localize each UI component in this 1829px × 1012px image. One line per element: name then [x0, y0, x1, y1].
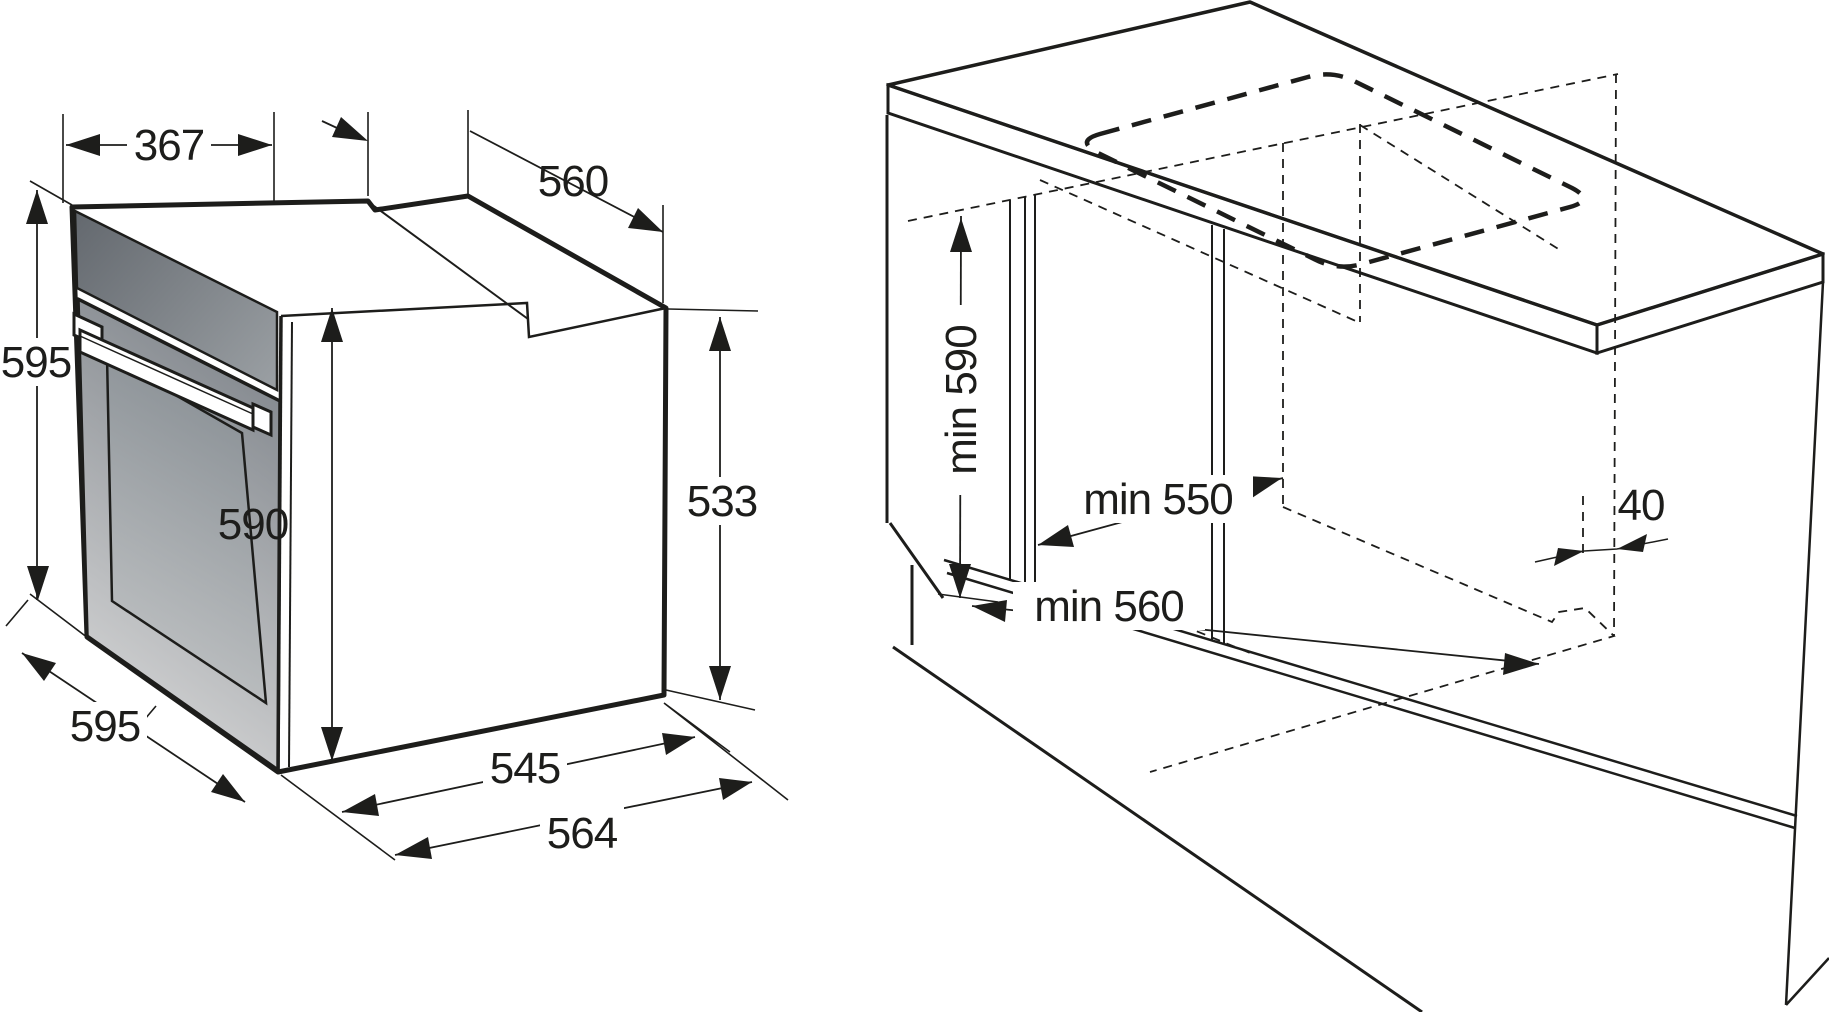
dim-top-width: 367: [62, 112, 275, 205]
dim-595v-label-bg: [6, 338, 68, 386]
dim-rear-height: 533: [665, 308, 764, 711]
dim-533-arrow-bottom: [709, 666, 731, 700]
dim-min560-arrow-left: [972, 600, 1007, 622]
dim-367-arrow-left: [66, 134, 100, 156]
dim-40-arrow-left: [1554, 548, 1584, 566]
oven-handle-crease: [79, 335, 254, 415]
dim-564-label-bg: [540, 807, 624, 859]
dim-367-label-bg: [127, 121, 211, 169]
oven-door-gap-line: [288, 321, 293, 768]
hidden-cavity-ceiling-lines: [1039, 124, 1561, 323]
dim-545-label-bg: [483, 742, 567, 794]
dim-min550-arrow-right: [1246, 476, 1282, 498]
dim-height-left: 595: [1, 180, 89, 639]
dim-min590-arrow-bottom: [949, 564, 971, 598]
dim-590-arrow-top: [321, 308, 343, 342]
dim-560-arrow-left: [332, 117, 368, 141]
dim-545-arrow-right: [662, 733, 695, 755]
hidden-niche-top-line: [907, 73, 1619, 222]
dim-min550-arrow-left: [1038, 525, 1074, 547]
dim-total-depth-label: 564: [547, 809, 618, 858]
dim-min560-label-bg: [1013, 582, 1205, 630]
dim-rear-gap-label: 40: [1618, 481, 1665, 530]
dim-564-arrow-left: [395, 837, 432, 859]
dim-min560-arrow-right: [1503, 653, 1539, 675]
dim-niche-depth-bottom: min 560: [971, 582, 1540, 675]
niche-right-wall-edges: [1211, 225, 1225, 643]
countertop-front-band: [886, 82, 1599, 356]
oven-door-glass: [105, 353, 268, 706]
hidden-cavity-bottom-edges: [1107, 506, 1616, 773]
dim-564-arrow-right: [719, 778, 752, 800]
hidden-vertical-edges: [1282, 73, 1617, 637]
dim-595d-arrow-bottom: [211, 774, 245, 802]
dim-front-width-label: 595: [70, 702, 140, 751]
dim-height-label: 595: [1, 338, 71, 387]
countertop-top-face: [886, 0, 1825, 327]
dim-595d-label-bg: [63, 702, 147, 750]
dim-533-extensions: [665, 308, 759, 711]
oven-top-front-edge: [280, 301, 667, 339]
dim-door-height: 590: [218, 308, 343, 761]
dim-rear-height-label: 533: [687, 477, 757, 526]
oven-drawing: 367 560 595 590: [1, 110, 789, 861]
dim-niche-depth-top-label: min 550: [1083, 475, 1233, 524]
dim-min550-label-bg: [1063, 475, 1253, 523]
niche-left-wall-edges: [1009, 195, 1036, 588]
dim-595v-extensions: [29, 180, 89, 639]
dim-bottom-depth-label: 545: [490, 744, 560, 793]
dim-min590-arrow-top: [950, 218, 972, 252]
dim-533-label-bg: [680, 477, 764, 525]
cabinet-left-panel: [885, 115, 945, 645]
oven-control-panel: [73, 208, 279, 393]
oven-handle-right-cap: [251, 401, 273, 438]
dim-560-line: [321, 120, 664, 233]
dim-595v-arrow-bottom: [27, 566, 49, 600]
dim-560-extensions: [367, 110, 664, 303]
dim-40-arrow-right: [1617, 534, 1647, 552]
dim-niche-depth-bottom-label: min 560: [1034, 582, 1184, 631]
dim-595v-arrow-top: [26, 190, 48, 224]
dim-rear-gap: 40: [1534, 481, 1669, 566]
dim-top-depth-label: 560: [538, 157, 608, 206]
dim-top-depth: 560: [321, 110, 664, 303]
dim-560-arrow-right: [628, 208, 663, 232]
hob-cutout-dashed-outline: [1084, 72, 1586, 269]
dim-533-arrow-top: [709, 317, 731, 351]
dim-door-height-label: 590: [218, 500, 288, 549]
dim-590-arrow-bottom: [321, 727, 343, 761]
cabinet-right-edge: [1784, 281, 1829, 1006]
dim-545-564-extensions: [280, 702, 789, 861]
dim-front-width: 595: [5, 599, 246, 803]
dim-367-extensions: [62, 112, 275, 205]
countertop-right-band: [1595, 251, 1825, 356]
dim-min590-extension: [937, 593, 999, 603]
cabinet-drawing: min 590 min 550 40 min 560: [885, 0, 1829, 1012]
cabinet-plinth-edge: [892, 645, 1423, 1012]
dim-niche-height: min 590: [935, 215, 999, 603]
dim-min590-label-bg: [935, 305, 987, 495]
dim-top-width-label: 367: [134, 121, 204, 170]
dim-367-arrow-right: [238, 134, 272, 156]
dim-40-lines: [1534, 538, 1669, 563]
dim-595d-arrow-top: [22, 653, 56, 681]
dim-bottom-depths: 545 564: [280, 702, 789, 861]
dim-545-arrow-left: [342, 794, 379, 816]
dim-niche-height-label: min 590: [937, 325, 986, 475]
dim-niche-depth-top: min 550: [1037, 475, 1284, 547]
oven-top-step-line: [373, 205, 529, 320]
dim-min590-label-group: min 590: [935, 305, 987, 495]
